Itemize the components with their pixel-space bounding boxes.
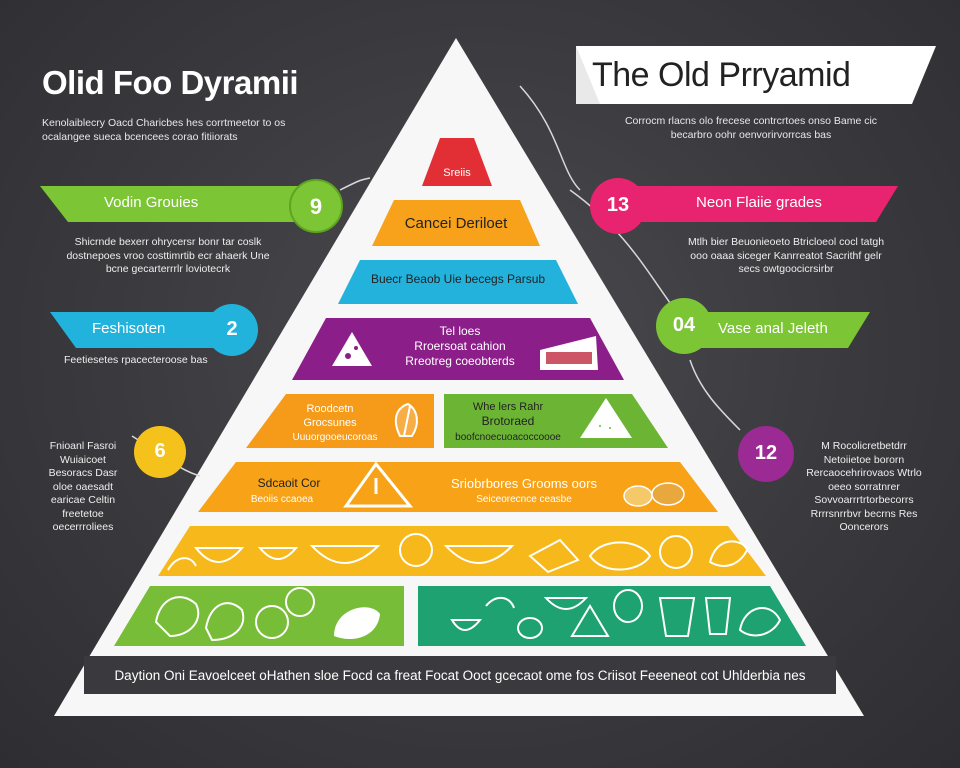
tier-2 bbox=[372, 200, 540, 246]
cup-icon bbox=[257, 547, 299, 560]
cabbage-icon bbox=[285, 587, 315, 617]
cup-icon bbox=[658, 597, 696, 637]
callout-label-4: Neon Flaiie grades bbox=[696, 194, 822, 211]
tier-4-label-3: Rreotreg coeobterds bbox=[405, 354, 515, 368]
egg-icon bbox=[517, 617, 543, 639]
tier-6-label-2: Sriobrbores Grooms oors bbox=[451, 476, 597, 491]
tier-3-label: Buecr Beaob Uie becegs Parsub bbox=[370, 272, 546, 286]
tier-4-icons bbox=[332, 332, 598, 370]
citrus-icon bbox=[659, 535, 693, 569]
tier-4-label-2: Rroersoat cahion bbox=[414, 339, 506, 353]
callout-number-5: 04 bbox=[672, 314, 696, 336]
bird-icon bbox=[485, 597, 515, 609]
bag-icon bbox=[704, 597, 732, 635]
tier-5b-label-2: Brotoraed bbox=[481, 414, 535, 428]
tier-1-label: Sreiis bbox=[443, 167, 471, 179]
tier-5a-label-2: Grocsunes bbox=[303, 417, 357, 429]
tier-6-label-1: Sdcaoit Cor bbox=[257, 476, 321, 490]
number-badge-12 bbox=[738, 426, 794, 482]
cheese-wedge-icon bbox=[332, 332, 372, 366]
teapot-icon bbox=[450, 619, 483, 631]
footer-banner bbox=[84, 656, 836, 694]
connector-line bbox=[339, 177, 371, 191]
tier-5a-label-3: Uuuorgooeucoroas bbox=[292, 432, 378, 443]
callout-note-4: Mtlh bier Beuonieoeto Btricloeol cocl ta… bbox=[687, 236, 885, 275]
lettuce-icon bbox=[204, 602, 245, 642]
callout-note-1: Shicrnde bexerr ohrycersr bonr tar coslk… bbox=[66, 236, 270, 275]
callout-label-2: Feshisoten bbox=[92, 320, 166, 337]
right-title-banner bbox=[576, 46, 936, 104]
right-subtitle: Corrocm rlacns olo frecese contrcrtoes o… bbox=[624, 115, 878, 141]
number-badge-13 bbox=[590, 178, 646, 234]
tier-5b-label-1: Whe lers Rahr bbox=[472, 401, 544, 413]
callout-label-1: Vodin Grouies bbox=[104, 194, 199, 211]
tier-8-left-icons bbox=[154, 587, 380, 642]
bread-icon bbox=[528, 538, 580, 574]
tier-7-icons bbox=[167, 533, 750, 574]
callout-note-2: Feetiesetes rpacecteroose bas bbox=[64, 354, 208, 366]
bowl-icon bbox=[193, 547, 245, 563]
tier-6 bbox=[198, 462, 718, 512]
tier-1 bbox=[422, 138, 492, 186]
callout-number-1: 9 bbox=[309, 194, 323, 219]
callout-ribbon-left-1 bbox=[40, 186, 320, 222]
leaf-icon bbox=[334, 607, 380, 640]
tier-6-label-3: Beoiis ccaoea bbox=[250, 494, 314, 505]
callout-ribbon-right-2 bbox=[680, 312, 870, 348]
callout-ribbon-left-2 bbox=[50, 312, 240, 348]
tier-2-label: Cancei Deriloet bbox=[404, 215, 508, 232]
leaf-icon bbox=[738, 607, 782, 637]
callout-label-5: Vase anal Jeleth bbox=[718, 320, 828, 337]
tier-8-right bbox=[418, 586, 806, 646]
right-title: The Old Prryamid bbox=[592, 56, 851, 94]
bowl-icon bbox=[543, 597, 589, 610]
bowl-icon bbox=[443, 545, 515, 564]
herb-icon bbox=[154, 596, 200, 638]
vegetable-icon bbox=[255, 605, 289, 639]
jar-icon bbox=[613, 589, 643, 623]
callout-number-3: 6 bbox=[154, 440, 166, 462]
herb-icon bbox=[708, 540, 750, 567]
tier-4-label-1: Tel loes bbox=[439, 324, 481, 338]
fruit-icon bbox=[623, 482, 685, 507]
left-subtitle: Kenolaiblecry Oacd Charicbes hes corrtme… bbox=[42, 117, 286, 143]
connector-line bbox=[519, 85, 581, 191]
tier-6-label-4: Seiceorecnce ceasbe bbox=[476, 494, 572, 505]
callout-note-6: M Rocolicretbetdrr Netoiietoe bororn Rer… bbox=[806, 440, 922, 533]
pot-icon bbox=[570, 604, 610, 637]
leaf-icon bbox=[167, 557, 197, 571]
tier-7 bbox=[158, 526, 766, 576]
callout-number-2: 2 bbox=[226, 318, 238, 340]
tier-5a-label-1: Roodcetn bbox=[306, 403, 354, 415]
triangle-snack-icon bbox=[580, 398, 632, 438]
fish-icon bbox=[588, 541, 652, 571]
tier-5-left bbox=[246, 394, 434, 448]
number-badge-9 bbox=[289, 179, 343, 233]
tier-3 bbox=[338, 260, 578, 304]
callout-ribbon-right-1 bbox=[600, 186, 898, 222]
cake-slice-icon bbox=[540, 336, 598, 370]
tier-8-right-icons bbox=[450, 589, 782, 639]
footer-banner-text: Daytion Oni Eavoelceet oHathen sloe Focd… bbox=[114, 668, 806, 683]
tier-5-icons bbox=[394, 398, 632, 438]
left-title: Olid Foo Dyramii bbox=[42, 64, 299, 101]
herb-icon bbox=[394, 402, 418, 437]
callout-note-3: Fnioanl Fasroi Wuiaicoet Besoracs Dasr o… bbox=[48, 440, 118, 533]
number-badge-2 bbox=[206, 304, 258, 356]
tier-6-icons bbox=[343, 461, 685, 508]
orange-icon bbox=[399, 533, 433, 567]
tier-5b-label-3: boofcnoecuoacoccoooe bbox=[455, 432, 561, 443]
salad-bowl-icon bbox=[309, 545, 381, 564]
number-badge-6 bbox=[134, 426, 186, 478]
connector-line bbox=[689, 359, 741, 431]
warning-triangle-icon bbox=[343, 461, 414, 508]
number-badge-04 bbox=[656, 298, 712, 354]
callout-number-6: 12 bbox=[754, 442, 778, 464]
callout-number-4: 13 bbox=[606, 194, 630, 216]
